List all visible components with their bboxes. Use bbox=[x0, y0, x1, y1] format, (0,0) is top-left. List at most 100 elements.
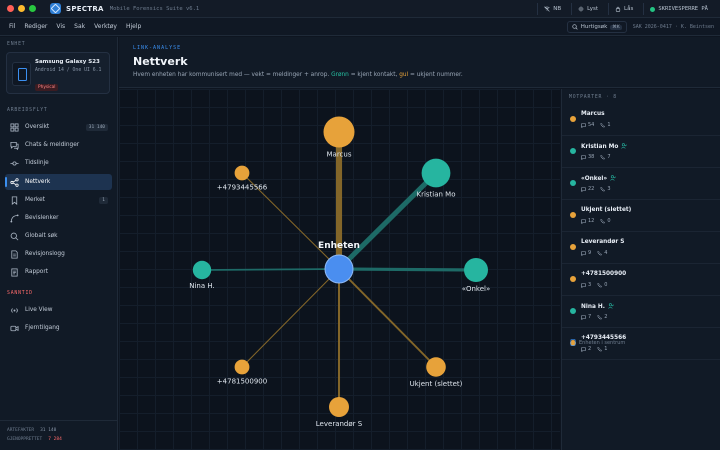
known-contact-badge bbox=[608, 303, 614, 311]
sidebar-item-label: Revisjonslogg bbox=[25, 251, 65, 257]
call-count: 2 bbox=[597, 314, 607, 320]
graph-node-circle[interactable] bbox=[426, 357, 446, 377]
legend-center-label: Enheten i sentrum bbox=[579, 339, 626, 346]
graph-node-circle[interactable] bbox=[329, 397, 349, 417]
counterpart-name: Marcus bbox=[581, 111, 605, 117]
section-eyebrow: LINK-ANALYSE bbox=[133, 45, 182, 51]
graph-center-node[interactable]: Enheten bbox=[318, 241, 360, 284]
menu-help[interactable]: Hjelp bbox=[126, 23, 142, 30]
sidebar-item-label: Merket bbox=[25, 197, 45, 203]
sidebar-item-chats[interactable]: Chats & meldinger bbox=[5, 137, 112, 153]
app-subtitle: Mobile Forensics Suite v6.1 bbox=[109, 5, 200, 12]
graph-node-circle[interactable] bbox=[464, 258, 488, 282]
graph-node[interactable]: Nina H. bbox=[189, 260, 215, 290]
graph-node-circle[interactable] bbox=[234, 359, 250, 375]
contact-type-dot bbox=[570, 244, 576, 250]
sidebar-item-timeline[interactable]: Tidslinje bbox=[5, 155, 112, 171]
device-os: Android 14 / One UI 6.1 bbox=[35, 68, 102, 73]
message-icon bbox=[581, 346, 586, 352]
graph-node-circle[interactable] bbox=[234, 165, 250, 181]
menu-view[interactable]: Vis bbox=[56, 23, 66, 30]
graph-edge bbox=[241, 172, 340, 270]
device-card[interactable]: Samsung Galaxy S23 Android 14 / One UI 6… bbox=[6, 52, 110, 94]
theme-button[interactable]: Lyst bbox=[571, 3, 604, 15]
message-count: 38 bbox=[581, 154, 594, 160]
menu-file[interactable]: Fil bbox=[9, 23, 16, 30]
sidebar-item-evidence-links[interactable]: Bevislenker bbox=[5, 210, 112, 226]
menu-case[interactable]: Sak bbox=[74, 23, 86, 30]
bookmarked-count-badge: 1 bbox=[99, 196, 108, 204]
message-count-value: 22 bbox=[588, 186, 595, 192]
graph-node[interactable]: Ukjent (slettet) bbox=[410, 357, 463, 388]
call-count-value: 2 bbox=[604, 314, 608, 320]
phone-icon bbox=[12, 62, 31, 86]
graph-node[interactable]: +4781500900 bbox=[217, 359, 267, 386]
sidebar-item-remote-access[interactable]: Fjerntilgang bbox=[5, 320, 112, 336]
phone-icon bbox=[570, 339, 576, 346]
sidebar-item-label: Nettverk bbox=[25, 179, 51, 185]
maximize-window-button[interactable] bbox=[29, 5, 36, 12]
message-count: 7 bbox=[581, 314, 591, 320]
sidebar-item-live-view[interactable]: Live View bbox=[5, 302, 112, 318]
contact-type-dot bbox=[570, 276, 576, 282]
sidebar-item-report[interactable]: Rapport bbox=[5, 264, 112, 280]
graph-node[interactable]: «Onkel» bbox=[462, 258, 491, 293]
phone-call-icon bbox=[600, 186, 606, 191]
center-node-circle[interactable] bbox=[324, 254, 354, 284]
message-count-value: 7 bbox=[588, 314, 592, 320]
sidebar-item-audit-log[interactable]: Revisjonslogg bbox=[5, 246, 112, 262]
graph-node-label: Marcus bbox=[327, 150, 352, 158]
window-controls bbox=[7, 5, 36, 12]
sidebar-item-label: Bevislenker bbox=[25, 215, 59, 221]
graph-node[interactable]: Marcus bbox=[323, 116, 355, 159]
language-button[interactable]: NB bbox=[537, 3, 567, 15]
chat-icon bbox=[10, 141, 19, 150]
graph-node[interactable]: +4793445566 bbox=[217, 165, 268, 192]
sidebar-item-overview[interactable]: Oversikt 31 140 bbox=[5, 119, 112, 135]
menu-edit[interactable]: Rediger bbox=[24, 23, 48, 30]
quick-search-button[interactable]: Hurtigsøk ⌘K bbox=[566, 21, 627, 33]
sidebar-item-network[interactable]: Nettverk bbox=[5, 174, 112, 190]
graph-node-circle[interactable] bbox=[323, 116, 355, 148]
message-count: 12 bbox=[581, 218, 594, 224]
graph-node-circle[interactable] bbox=[192, 260, 212, 280]
minimize-window-button[interactable] bbox=[18, 5, 25, 12]
log-icon bbox=[10, 249, 19, 259]
no-wifi-icon bbox=[544, 6, 550, 12]
sidebar-item-label: Chats & meldinger bbox=[25, 142, 80, 148]
sidebar-item-global-search[interactable]: Globalt søk bbox=[5, 228, 112, 244]
menu-tools[interactable]: Verktøy bbox=[94, 23, 117, 30]
broadcast-icon bbox=[10, 306, 19, 315]
counterpart-name: Kristian Mo bbox=[581, 143, 628, 151]
write-protect-label: SKRIVESPERRE PÅ bbox=[658, 6, 708, 12]
graph-node[interactable]: Leverandør S bbox=[316, 397, 363, 428]
message-count: 9 bbox=[581, 250, 591, 256]
lock-label: Lås bbox=[624, 6, 634, 12]
message-count-value: 2 bbox=[588, 346, 592, 352]
graph-edge bbox=[338, 268, 437, 368]
language-label: NB bbox=[553, 6, 562, 12]
phone-call-icon bbox=[600, 122, 606, 127]
bookmark-icon bbox=[10, 195, 19, 205]
counterpart-name: Nina H. bbox=[581, 303, 614, 311]
graph-node-circle[interactable] bbox=[421, 158, 451, 188]
close-window-button[interactable] bbox=[7, 5, 14, 12]
sidebar-item-bookmarked[interactable]: Merket 1 bbox=[5, 192, 112, 208]
lock-button[interactable]: Lås bbox=[608, 3, 639, 15]
unit-section-label: ENHET bbox=[7, 42, 26, 47]
graph-node[interactable]: Kristian Mo bbox=[416, 158, 456, 199]
counterpart-name: +4781500900 bbox=[581, 271, 626, 277]
desc-green: Grønn bbox=[331, 72, 349, 78]
